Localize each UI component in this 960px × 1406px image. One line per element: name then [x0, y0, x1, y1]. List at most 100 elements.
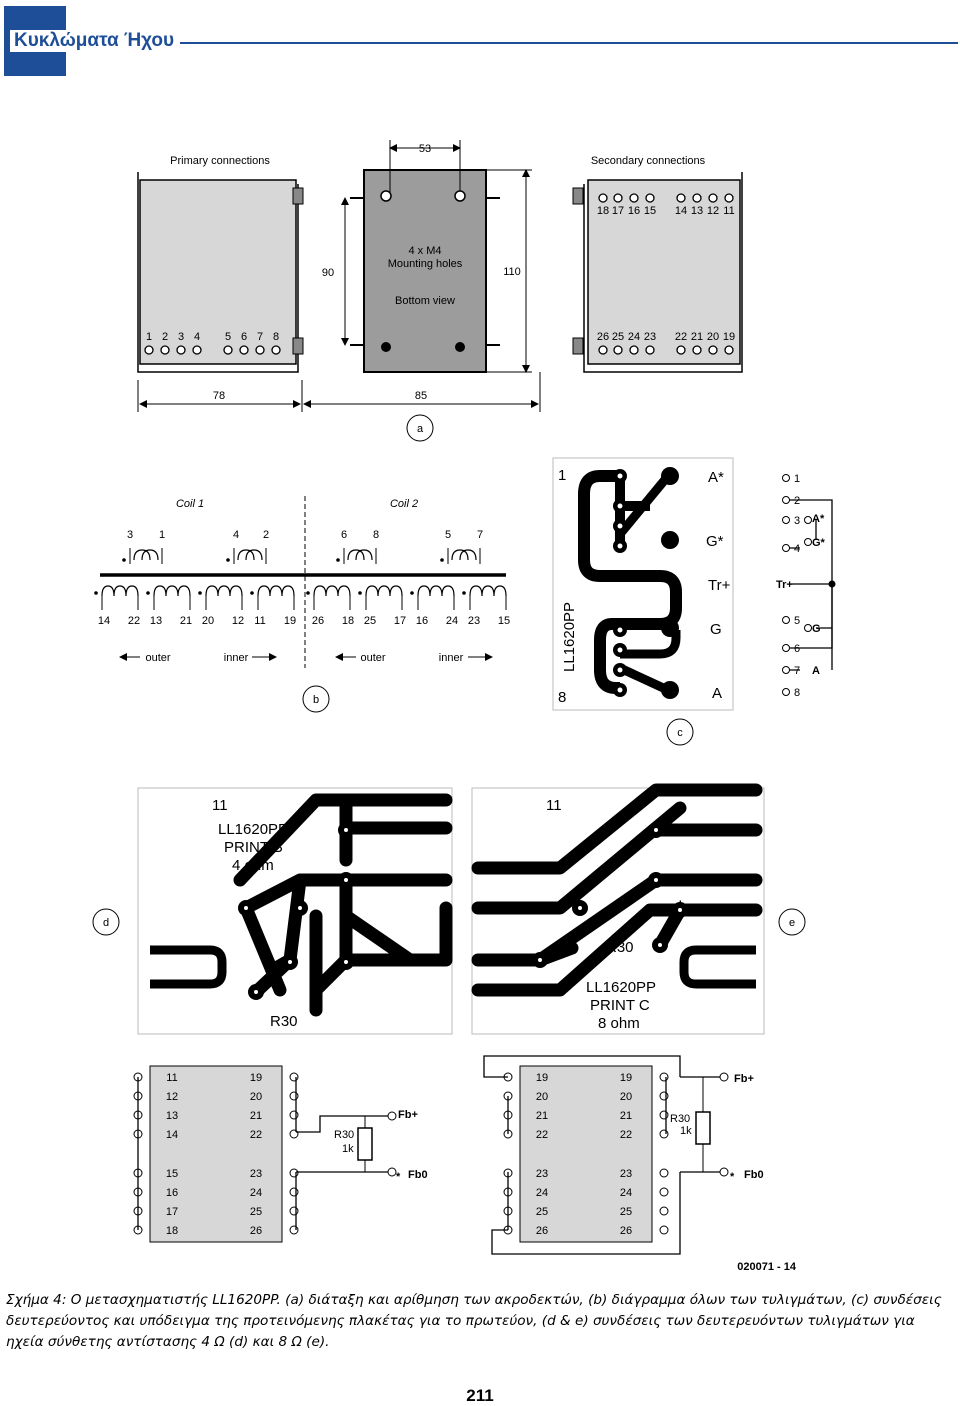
coil-top-number: 3	[127, 529, 133, 541]
dim-90: 90	[322, 267, 334, 279]
holes-line1: 4 x M4	[408, 245, 441, 257]
secondary-pin-label: 16	[628, 205, 640, 217]
coil-top-number: 7	[477, 529, 483, 541]
panel-b-label: b	[313, 694, 319, 706]
coil-bottom-number: 15	[498, 615, 510, 627]
terminal-label: 25	[620, 1206, 632, 1218]
secondary-pin-label: 19	[723, 331, 735, 343]
panel-d-label: d	[103, 917, 109, 929]
inner-label-1: inner	[224, 652, 249, 664]
coil-top-number: 2	[263, 529, 269, 541]
coil-bottom-number: 11	[254, 615, 265, 627]
primary-coil	[347, 549, 373, 561]
right-fb-plus: Fb+	[734, 1073, 754, 1085]
terminal-label: 11	[166, 1072, 177, 1084]
primary-title: Primary connections	[170, 155, 270, 167]
primary-pin	[160, 345, 170, 355]
terminal-label: 24	[250, 1187, 262, 1199]
terminal-pin	[659, 1168, 669, 1178]
primary-pin	[255, 345, 265, 355]
terminal-label: 19	[620, 1072, 632, 1084]
pcb-e-line1: LL1620PP	[586, 979, 656, 996]
primary-coil	[237, 549, 263, 561]
terminal-label: 19	[250, 1072, 262, 1084]
panel-a-label: a	[417, 423, 424, 435]
secondary-pin	[613, 193, 623, 203]
coil-top-number: 5	[445, 529, 451, 541]
schem-label: G	[812, 623, 821, 635]
terminal-pin	[289, 1091, 299, 1101]
secondary-pin-label: 11	[723, 205, 734, 217]
pcb-c-g: G	[710, 621, 722, 638]
terminal-label: 19	[536, 1072, 548, 1084]
page-header: Κυκλώματα Ήχου	[0, 0, 960, 80]
primary-coil	[451, 549, 477, 561]
dim-78: 78	[213, 390, 225, 402]
terminal-label: 26	[620, 1225, 632, 1237]
secondary-pin-label: 17	[612, 205, 624, 217]
secondary-coil	[257, 585, 295, 597]
terminal-pin	[289, 1206, 299, 1216]
secondary-coil	[101, 585, 139, 597]
transformer-diagram: Primary connections Secondary connection…	[92, 140, 836, 1273]
pcb-c-a-star: A*	[708, 469, 724, 486]
schem-pin-label: 4	[794, 543, 800, 555]
terminal-label: 25	[250, 1206, 262, 1218]
terminal-label: 26	[250, 1225, 262, 1237]
secondary-pin-label: 23	[644, 331, 656, 343]
schem-label: Tr+	[776, 579, 793, 591]
terminal-pin	[289, 1110, 299, 1120]
right-star: *	[730, 1171, 735, 1183]
pcb-e-11: 11	[546, 797, 562, 814]
secondary-pin	[629, 193, 639, 203]
terminal-label: 20	[620, 1091, 632, 1103]
coil2-label: Coil 2	[390, 498, 418, 510]
coil-bottom-number: 25	[364, 615, 376, 627]
schem-pin	[782, 688, 790, 696]
holes-line2: Mounting holes	[388, 258, 463, 270]
pcb-d-r30: R30	[270, 1013, 298, 1030]
secondary-pin	[692, 345, 702, 355]
section-title: Κυκλώματα Ήχου	[10, 30, 181, 52]
terminal-label: 24	[536, 1187, 548, 1199]
secondary-pin-label: 20	[707, 331, 719, 343]
terminal-label: 23	[620, 1168, 632, 1180]
secondary-title: Secondary connections	[591, 155, 706, 167]
pcb-d-line1: LL1620PP	[218, 821, 288, 838]
primary-pin-label: 2	[162, 331, 168, 343]
left-r30: R30	[334, 1129, 354, 1141]
terminal-label: 16	[166, 1187, 178, 1199]
schem-pin-label: 8	[794, 687, 800, 699]
terminal-label: 17	[166, 1206, 178, 1218]
schem-pin-label: 7	[794, 665, 800, 677]
primary-pin-label: 3	[178, 331, 184, 343]
coil-bottom-number: 23	[468, 615, 480, 627]
schem-pin	[782, 496, 790, 504]
schem-label: A*	[812, 513, 825, 525]
secondary-pin-label: 21	[691, 331, 703, 343]
pcb-c-g-star: G*	[706, 533, 724, 550]
coil1-label: Coil 1	[176, 498, 204, 510]
schem-pin-label: 2	[794, 495, 800, 507]
left-fb-plus: Fb+	[398, 1109, 418, 1121]
pcb-d-11: 11	[212, 797, 228, 814]
outer-label-1: outer	[145, 652, 170, 664]
secondary-pin	[724, 193, 734, 203]
secondary-pin	[598, 345, 608, 355]
coil-bottom-number: 19	[284, 615, 296, 627]
pcb-trace	[150, 945, 227, 989]
right-fb-zero: Fb0	[744, 1169, 764, 1181]
left-terminal-block	[149, 1065, 283, 1243]
terminal-label: 15	[166, 1168, 178, 1180]
secondary-coil	[365, 585, 403, 597]
coil-bottom-number: 26	[312, 615, 324, 627]
terminal-label: 20	[536, 1091, 548, 1103]
terminal-label: 23	[250, 1168, 262, 1180]
secondary-pin	[613, 345, 623, 355]
terminal-label: 12	[166, 1091, 178, 1103]
terminal-pin	[289, 1225, 299, 1235]
secondary-pin-label: 22	[675, 331, 687, 343]
coil-top-number: 4	[233, 529, 239, 541]
header-rule	[164, 42, 958, 44]
